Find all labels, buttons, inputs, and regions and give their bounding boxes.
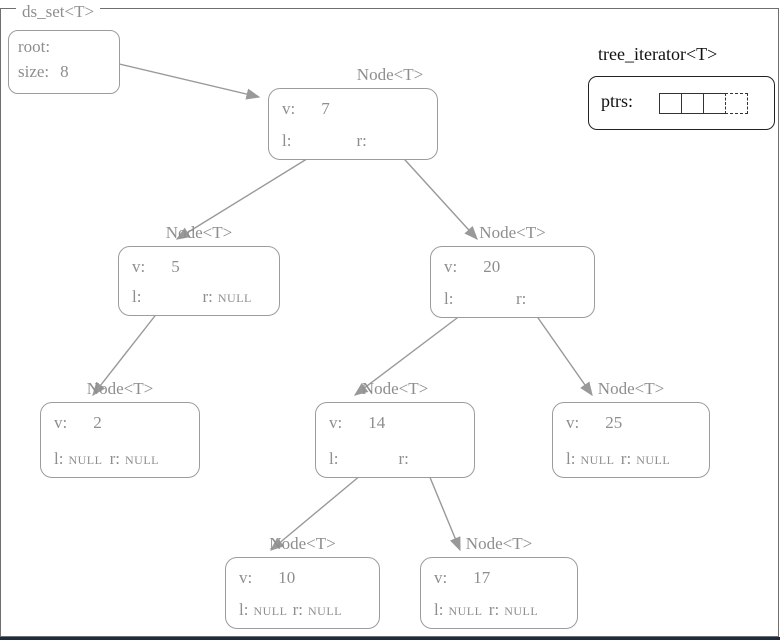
tree-iterator-title: tree_iterator<T> [598,44,718,64]
node-title: Node<T> [269,534,336,553]
node-title: Node<T> [165,223,233,242]
node-title: Node<T> [86,379,154,398]
ds-set-frame [0,8,779,637]
v-value: 10 [278,568,296,587]
node-title: Node<T> [361,379,429,398]
l-label: l: [54,449,64,468]
v-label: v: [239,568,253,587]
r-value: NULL [307,604,342,618]
r-label: r: [620,449,632,468]
size-label: size: [18,62,50,81]
v-value: 5 [171,257,180,276]
r-label: r: [292,600,303,619]
tree-node-2: Node<T> v: 2 l: NULL r: NULL [40,379,200,478]
ptr-cell-dashed [725,93,748,114]
tree-node-5: Node<T> v: 5 l: r: NULL [118,223,280,316]
tree-node-20: Node<T> v: 20 l: r: [430,223,595,318]
bottom-border [0,637,780,640]
v-label: v: [329,413,343,432]
v-value: 20 [483,257,501,276]
v-label: v: [444,257,458,276]
node-title: Node<T> [356,65,424,84]
r-label: r: [109,449,120,468]
tree-node-14: Node<T> v: 14 l: r: [315,379,475,478]
ptr-cell [703,93,726,114]
r-value: NULL [217,291,252,305]
tree-node-7: Node<T> v: 7 l: r: [268,65,438,160]
ptrs-label: ptrs: [601,91,634,111]
v-value: 17 [473,568,491,587]
l-value: NULL [448,604,483,618]
r-value: NULL [504,604,539,618]
r-value: NULL [636,453,671,467]
size-row: size: 8 [18,62,119,87]
l-label: l: [282,131,292,150]
v-label: v: [54,413,68,432]
size-value: 8 [60,62,69,81]
root-row: root: [18,37,119,62]
l-value: NULL [253,604,288,618]
v-value: 7 [321,99,330,118]
ds-set-label: ds_set<T> [16,2,101,22]
r-label: r: [516,289,527,308]
r-label: r: [398,449,409,468]
v-label: v: [282,99,296,118]
r-label: r: [488,600,500,619]
l-value: NULL [68,453,103,467]
l-label: l: [329,449,339,468]
l-label: l: [444,289,454,308]
v-label: v: [132,257,146,276]
node-title: Node<T> [465,534,533,553]
node-title: Node<T> [597,379,665,398]
tree-iterator-box: ptrs: [588,76,775,130]
ptr-cell [659,93,682,114]
root-size-box: root: size: 8 [8,30,120,94]
v-value: 2 [93,413,102,432]
tree-node-10: Node<T> v: 10 l: NULL r: NULL [225,534,380,629]
root-label: root: [18,37,51,56]
l-label: l: [434,600,444,619]
l-value: NULL [580,453,615,467]
r-label: r: [356,131,367,150]
v-value: 25 [605,413,623,432]
l-label: l: [566,449,576,468]
r-label: r: [202,287,213,306]
v-value: 14 [368,413,386,432]
ptr-cell [681,93,704,114]
ptrs-cells [659,93,748,114]
v-label: v: [434,568,448,587]
node-title: Node<T> [479,223,546,242]
r-value: NULL [124,453,159,467]
tree-node-17: Node<T> v: 17 l: NULL r: NULL [420,534,578,629]
tree-node-25: Node<T> v: 25 l: NULL r: NULL [552,379,710,478]
v-label: v: [566,413,580,432]
l-label: l: [132,287,142,306]
l-label: l: [239,600,249,619]
